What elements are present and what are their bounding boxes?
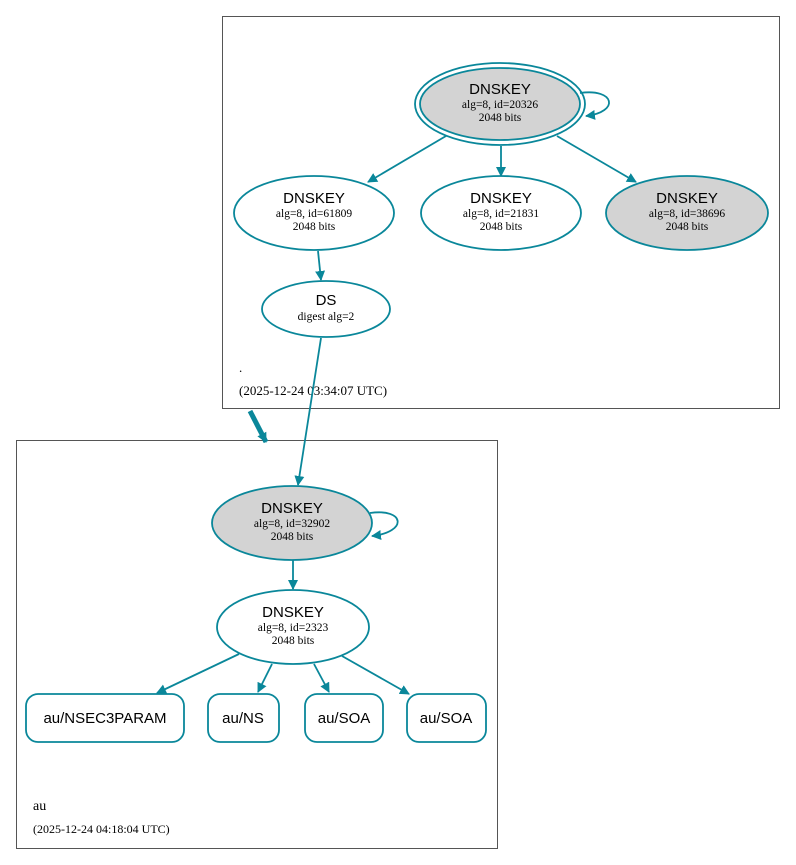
edge-au-ksk-self [369,511,399,540]
au-zsk-node[interactable]: DNSKEY alg=8, id=2323 2048 bits [216,589,370,665]
root-zone-box [222,16,780,409]
au-record-soa-2[interactable]: au/SOA [406,693,487,743]
au-record-soa-2-label: au/SOA [420,710,473,727]
au-record-ns-label: au/NS [222,710,264,727]
root-zsk1-line2: 2048 bits [293,221,336,233]
root-zsk2-line2: 2048 bits [480,221,523,233]
root-zsk3-title: DNSKEY [656,190,718,207]
root-zsk2-node[interactable]: DNSKEY alg=8, id=21831 2048 bits [420,175,582,251]
root-zone-name: . [239,360,242,375]
au-record-nsec3param-label: au/NSEC3PARAM [43,710,166,727]
edge-ds-au-ksk [294,337,322,486]
root-zsk2-title: DNSKEY [470,190,532,207]
root-zsk3-node[interactable]: DNSKEY alg=8, id=38696 2048 bits [605,175,769,251]
au-zone-timestamp: (2025-12-24 04:18:04 UTC) [33,822,170,836]
au-record-nsec3param[interactable]: au/NSEC3PARAM [25,693,185,743]
au-ksk-line1: alg=8, id=32902 [254,518,330,530]
au-zone-box [16,440,498,849]
root-ksk-title: DNSKEY [469,81,531,98]
root-zsk3-line1: alg=8, id=38696 [649,208,725,220]
edge-au-zsk-soa2 [341,655,410,695]
edge-au-zsk-nsec3param [156,653,240,694]
au-record-soa-1[interactable]: au/SOA [304,693,384,743]
root-ds-node[interactable]: DS digest alg=2 [261,280,391,338]
au-ksk-line2: 2048 bits [271,531,314,543]
au-record-ns[interactable]: au/NS [207,693,280,743]
au-zone-name: au [33,799,46,814]
edge-root-ksk-zsk1 [367,135,447,183]
root-zsk1-line1: alg=8, id=61809 [276,208,352,220]
root-ds-title: DS [316,292,337,309]
au-record-soa-1-label: au/SOA [318,710,371,727]
root-ksk-line2: 2048 bits [479,112,522,124]
au-ksk-title: DNSKEY [261,500,323,517]
au-zsk-title: DNSKEY [262,604,324,621]
au-zsk-line1: alg=8, id=2323 [258,622,329,634]
edge-root-zsk1-ds [315,250,326,281]
edge-root-ksk-zsk3 [556,135,637,183]
root-zsk2-line1: alg=8, id=21831 [463,208,539,220]
au-ksk-node[interactable]: DNSKEY alg=8, id=32902 2048 bits [211,485,373,561]
edges [156,91,637,695]
edge-au-zsk-soa1 [313,663,330,693]
root-zsk3-line2: 2048 bits [666,221,709,233]
au-zsk-line2: 2048 bits [272,635,315,647]
edge-delegation [247,409,269,444]
edge-au-zsk-ns [257,663,273,693]
root-ksk-line1: alg=8, id=20326 [462,99,538,111]
au-zone-cluster: au (2025-12-24 04:18:04 UTC) [16,440,498,849]
root-zsk1-node[interactable]: DNSKEY alg=8, id=61809 2048 bits [233,175,395,251]
root-ksk-node[interactable]: DNSKEY alg=8, id=20326 2048 bits [414,62,586,146]
root-zsk1-title: DNSKEY [283,190,345,207]
edge-root-ksk-self [579,91,610,120]
root-ds-line1: digest alg=2 [298,311,355,323]
